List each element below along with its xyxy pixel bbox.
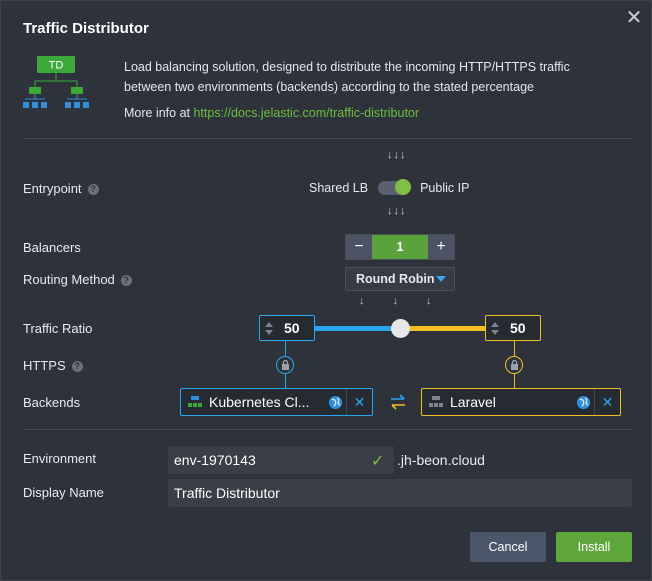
environment-domain-suffix: .jh-beon.cloud [397, 452, 485, 468]
routing-method-value: Round Robin [356, 272, 435, 286]
lock-icon[interactable] [505, 356, 523, 374]
help-icon[interactable]: ? [71, 361, 83, 372]
traffic-distributor-logo-icon: TD [23, 56, 89, 108]
entrypoint-toggle-group: Shared LB Public IP [309, 179, 469, 197]
docs-link[interactable]: https://docs.jelastic.com/traffic-distri… [193, 106, 420, 120]
routing-method-label: Routing Method? [23, 272, 132, 287]
public-ip-option[interactable]: Public IP [420, 181, 470, 195]
connector-line [514, 341, 515, 356]
help-icon[interactable]: ? [120, 275, 132, 286]
slider-right-track [400, 326, 485, 331]
traffic-ratio-slider[interactable] [315, 319, 485, 338]
more-info: More info at https://docs.jelastic.com/t… [124, 106, 419, 120]
globe-icon [572, 395, 594, 410]
backends-label: Backends [23, 395, 81, 410]
more-info-prefix: More info at [124, 106, 194, 120]
arrow-up-icon[interactable] [265, 321, 273, 327]
dialog-title: Traffic Distributor [23, 20, 149, 37]
chevron-down-icon [436, 276, 446, 282]
environment-icon [181, 396, 209, 408]
install-button[interactable]: Install [556, 532, 632, 562]
shared-lb-option[interactable]: Shared LB [309, 181, 369, 195]
flow-arrows-icon: ↓↓↓ [359, 295, 460, 307]
left-ratio-input[interactable]: 50 [259, 315, 315, 341]
globe-icon [324, 395, 346, 410]
divider [23, 429, 633, 430]
entrypoint-toggle[interactable] [378, 179, 412, 195]
logo-text: TD [49, 60, 64, 72]
right-ratio-value: 50 [510, 320, 526, 336]
environment-input[interactable] [168, 446, 394, 474]
left-backend-select[interactable]: Kubernetes Cl... ✕ [180, 388, 373, 416]
close-icon[interactable]: ✕ [594, 389, 620, 415]
slider-thumb[interactable] [390, 319, 410, 338]
traffic-ratio-label: Traffic Ratio [23, 321, 93, 336]
left-ratio-value: 50 [284, 320, 300, 336]
dialog-description: Load balancing solution, designed to dis… [124, 60, 570, 94]
increment-button[interactable]: + [428, 235, 454, 259]
lock-icon[interactable] [276, 356, 294, 374]
right-backend-name: Laravel [450, 394, 496, 410]
connector-line [285, 341, 286, 356]
toggle-knob [395, 179, 412, 195]
connector-line [514, 374, 515, 388]
swap-icon[interactable] [388, 394, 408, 410]
decrement-button[interactable]: − [346, 235, 372, 259]
display-name-label: Display Name [23, 485, 104, 500]
connector-line [285, 374, 286, 388]
display-name-input[interactable] [168, 479, 632, 507]
environment-icon [422, 396, 450, 408]
balancers-label: Balancers [23, 240, 81, 255]
https-label: HTTPS? [23, 358, 83, 373]
right-backend-select[interactable]: Laravel ✕ [421, 388, 621, 416]
environment-label: Environment [23, 451, 96, 466]
arrow-down-icon[interactable] [491, 329, 499, 335]
flow-arrows-icon: ↓↓↓ [387, 205, 407, 217]
cancel-button[interactable]: Cancel [470, 532, 546, 562]
close-icon[interactable]: ✕ [625, 7, 643, 29]
arrow-down-icon[interactable] [265, 329, 273, 335]
divider [23, 138, 633, 139]
checkmark-icon: ✓ [371, 453, 385, 470]
close-icon[interactable]: ✕ [346, 389, 372, 415]
routing-method-select[interactable]: Round Robin [345, 267, 455, 291]
help-icon[interactable]: ? [87, 184, 99, 195]
flow-arrows-icon: ↓↓↓ [387, 149, 407, 161]
arrow-up-icon[interactable] [491, 321, 499, 327]
right-ratio-input[interactable]: 50 [485, 315, 541, 341]
entrypoint-label: Entrypoint? [23, 181, 99, 196]
balancers-stepper: − 1 + [345, 234, 455, 260]
ratio-spinner[interactable] [486, 316, 504, 340]
ratio-spinner[interactable] [260, 316, 278, 340]
left-backend-name: Kubernetes Cl... [209, 394, 310, 410]
slider-left-track [315, 326, 400, 331]
balancers-value[interactable]: 1 [372, 235, 428, 259]
